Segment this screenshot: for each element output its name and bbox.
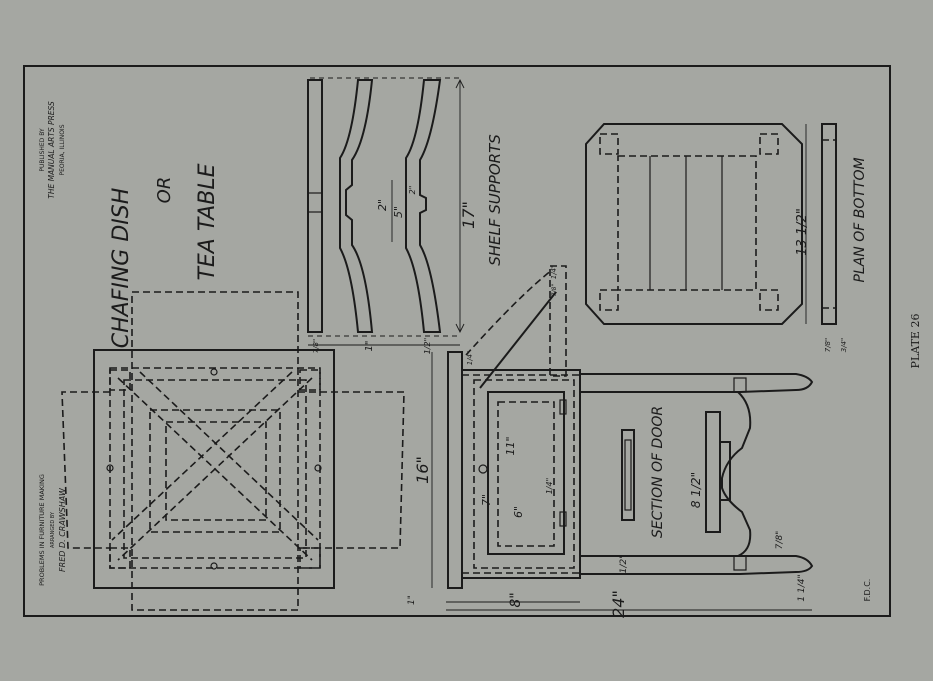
dim-1-4-door: 1/4" [545,478,554,495]
dim-8: 8" [508,592,524,607]
series-line1: PROBLEMS IN FURNITURE MAKING [38,474,46,586]
publisher-line3: PEORIA, ILLINOIS [59,124,66,175]
dim-1-left: 1" [407,595,417,605]
publisher-line1: PUBLISHED BY [39,128,46,172]
dim-17: 17" [459,201,478,229]
dim-1-2-top: 1/2" [423,338,432,355]
dim-7-8-top: 7/8" [312,339,320,354]
dim-13-1-2: 13 1/2" [795,208,810,256]
dim-11: 11" [504,436,517,455]
elevation-dimensions: 16" 8" 24" 1" 1/4" 1/4" 7/8" 1/2" 11" 7"… [407,265,812,618]
plate-label: PLATE 26 [909,314,922,369]
dim-1-4-a: 1/4" [466,351,474,366]
dim-8-1-2: 8 1/2" [689,472,703,508]
dim-2b: 2" [408,186,417,195]
dim-1-2-door: 1/2" [619,555,629,574]
dim-16: 16" [413,456,432,484]
section-of-door-label: SECTION OF DOOR [650,406,666,538]
dim-3-4-bottom: 3/4" [840,338,848,353]
publisher-line2: THE MANUAL ARTS PRESS [47,101,56,199]
title-line3: TEA TABLE [195,163,220,280]
plate-label-container: PLATE 26 [909,314,922,369]
dim-7-8-bot: 7/8" [551,284,558,297]
top-plan-view [61,291,405,611]
dim-24: 24" [609,590,628,618]
dim-7-8-foot: 7/8" [775,531,785,550]
plate-border [23,65,891,617]
side-elevation-view [447,265,814,589]
shelf-supports-view: 17" 5" 2" 2" 1" 7/8" 1/2" [307,77,478,355]
initials-label: F.D.C. [863,579,872,602]
shelf-supports-label: SHELF SUPPORTS [486,134,504,266]
plan-of-bottom-view: 13 1/2" 7/8" 3/4" [585,123,848,353]
dim-7-8-bottom: 7/8" [824,338,832,353]
dim-2a: 2" [376,199,389,211]
dim-1-4-b: 1/4" [550,265,558,280]
plan-of-bottom-label: PLAN OF BOTTOM [852,157,868,282]
section-of-door-view [621,429,635,521]
dim-1-1-4: 1 1/4" [797,574,807,601]
series-line3: FRED D. CRAWSHAW [58,487,67,572]
title-line2: OR [154,177,175,204]
title-line1: CHAFING DISH [109,188,134,349]
dim-1-top: 1" [364,341,375,352]
dim-6: 6" [512,506,525,518]
dim-7: 7" [480,494,493,506]
series-line2: ARRANGED BY [50,511,56,548]
dim-5: 5" [392,206,405,218]
